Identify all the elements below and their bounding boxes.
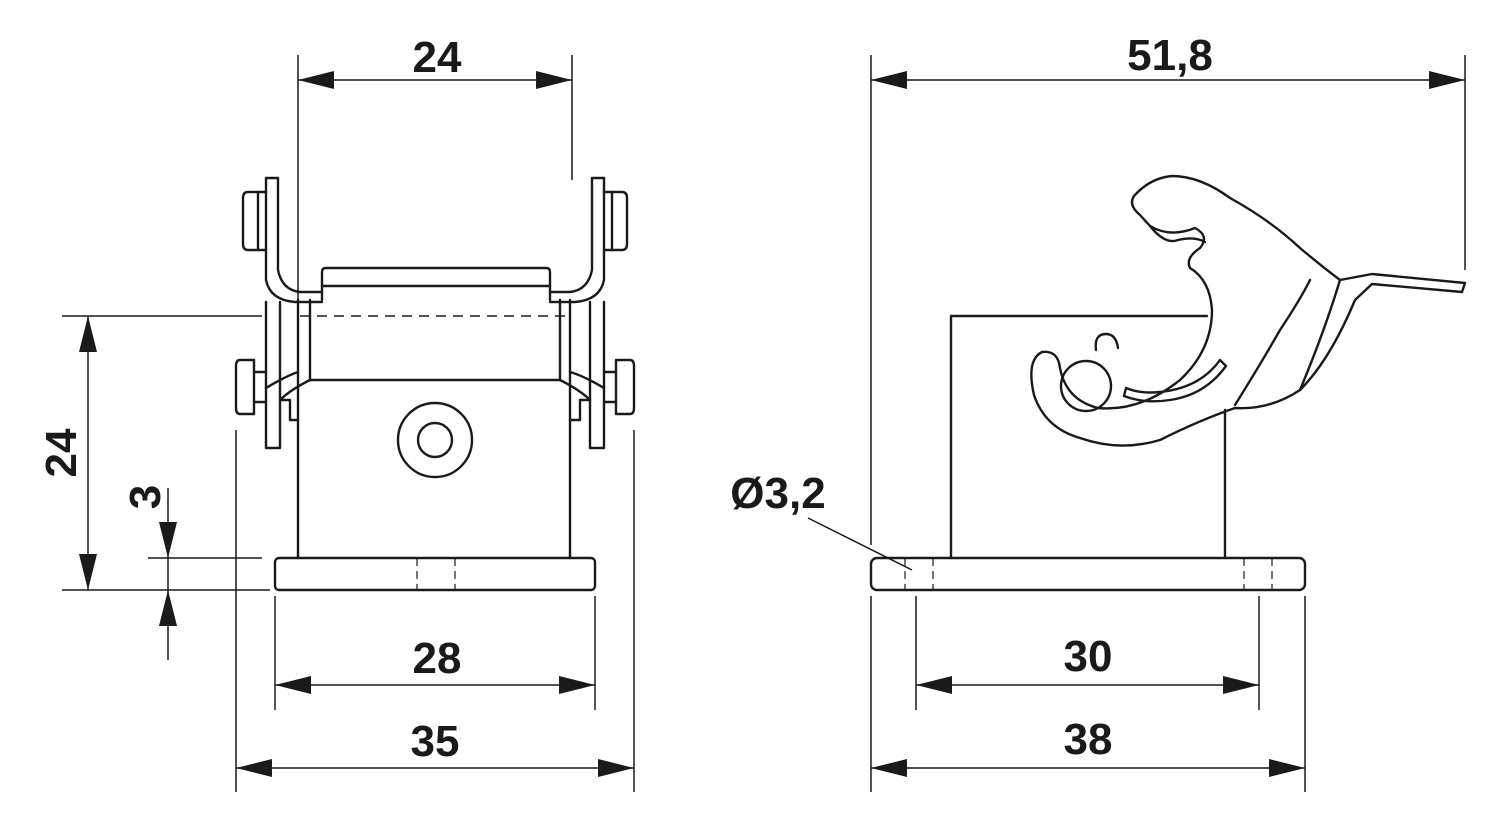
side-flange [869,556,1307,592]
front-dimensions: 24 24 3 28 35 [37,33,635,792]
side-body [949,314,1227,560]
dim-side-hole-diameter: Ø3,2 [730,469,825,518]
dim-front-base-width: 35 [411,717,460,766]
side-hole-leader [807,517,913,571]
front-center-boss [396,401,474,479]
front-view [234,176,636,592]
dim-side-base-width: 38 [1064,715,1113,764]
dim-front-top-width: 24 [413,33,462,82]
front-left-bracket [264,176,324,304]
front-center-hole [416,421,454,459]
front-flange [273,556,597,592]
dim-front-height: 24 [37,428,86,477]
dim-front-flange-thickness: 3 [121,485,170,509]
front-right-bracket [548,176,606,304]
front-top-cover [320,266,552,302]
side-view [869,174,1467,592]
dim-side-overall-length: 51,8 [1127,31,1213,80]
dim-front-hole-spacing: 28 [413,634,462,683]
side-lever [1030,174,1467,447]
dim-side-hole-spacing: 30 [1064,632,1113,681]
side-dimensions: 51,8 Ø3,2 30 38 [730,31,1466,792]
side-pivot-pin [1059,359,1113,413]
